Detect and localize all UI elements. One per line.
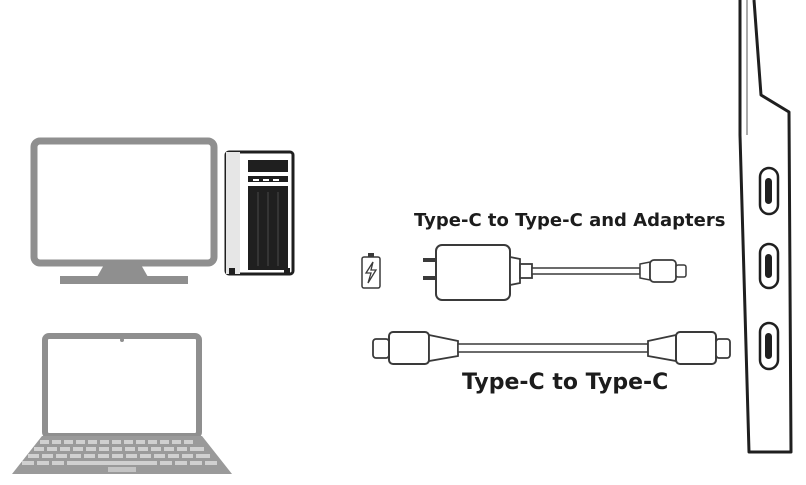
charging-battery-icon — [361, 253, 381, 289]
laptop-icon — [12, 333, 232, 474]
adapter-cable-label: Type-C to Type-C and Adapters — [414, 210, 726, 231]
usb-c-cable-icon — [372, 331, 731, 365]
pc-tower-icon — [224, 150, 295, 276]
desktop-monitor-icon — [30, 137, 218, 284]
portable-monitor-icon — [738, 0, 793, 454]
power-adapter-icon — [423, 244, 687, 301]
direct-cable-label: Type-C to Type-C — [462, 370, 669, 395]
